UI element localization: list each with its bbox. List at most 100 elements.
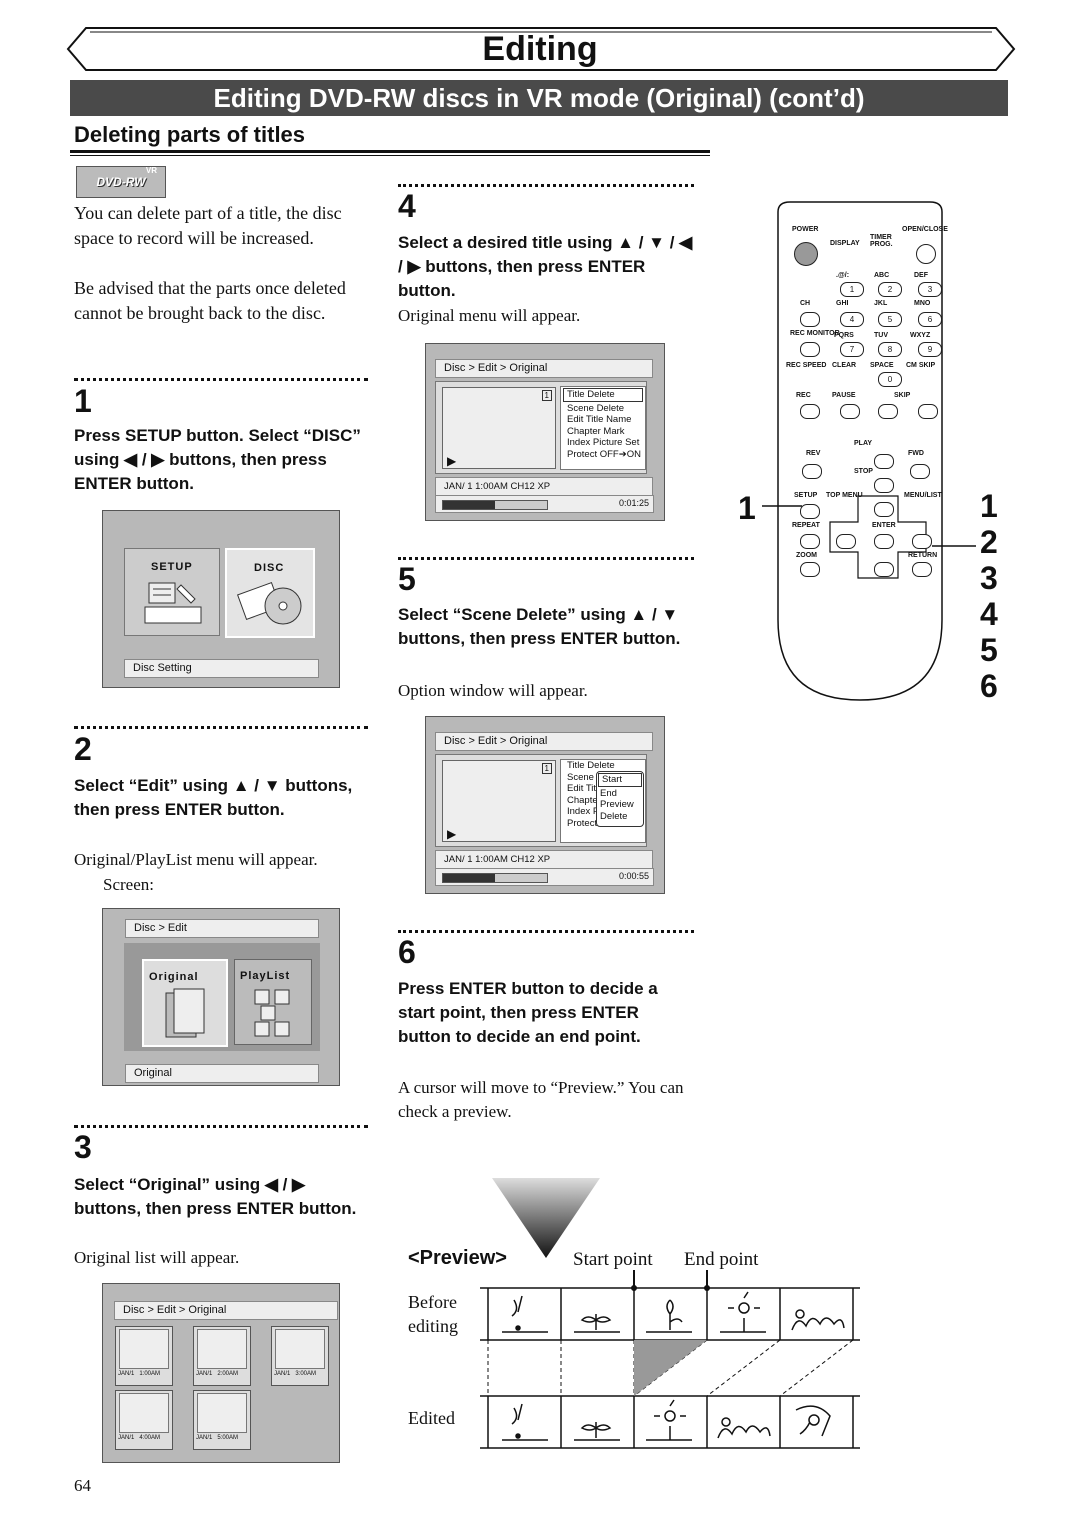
progress-bar bbox=[442, 500, 548, 510]
title-thumbnail: 1 ▶ bbox=[442, 387, 556, 469]
progress-fill bbox=[443, 874, 495, 882]
remote-button bbox=[874, 502, 894, 517]
remote-label-ch: CH bbox=[800, 300, 811, 307]
setup-tab-label: SETUP bbox=[151, 561, 193, 573]
intro-paragraph-1: You can delete part of a title, the disc… bbox=[74, 203, 342, 248]
screen-footer: Original bbox=[125, 1064, 319, 1083]
remote-label-setup: SETUP bbox=[794, 492, 818, 499]
status-line: JAN/ 1 1:00AM CH12 XP bbox=[435, 850, 653, 869]
remote-label-jkl: JKL bbox=[874, 300, 888, 307]
callout-line-left bbox=[762, 505, 802, 507]
remote-label-rec_speed: REC SPEED bbox=[786, 362, 827, 369]
remote-button bbox=[874, 534, 894, 549]
status-line: JAN/ 1 1:00AM CH12 XP bbox=[435, 477, 653, 496]
remote-label-sym: .@/: bbox=[836, 272, 850, 279]
step-number: 2 bbox=[74, 731, 92, 767]
thumbnail-number: 1 bbox=[541, 390, 552, 401]
thumbnail-image bbox=[119, 1393, 169, 1433]
remote-control bbox=[777, 201, 943, 701]
remote-button bbox=[874, 454, 894, 469]
remote-label-prog: PROG. bbox=[870, 241, 893, 248]
menu-item: Scene Delete bbox=[567, 402, 625, 414]
intro-paragraph-2: Be advised that the parts once deleted c… bbox=[74, 278, 346, 323]
title-thumbnail: 5JAN/1 5:00AM bbox=[193, 1390, 251, 1450]
menu-item: Index P bbox=[567, 806, 600, 817]
step-divider bbox=[398, 184, 694, 187]
callout-number: 5 bbox=[980, 632, 998, 668]
menu-item: Index Picture Set bbox=[567, 437, 640, 448]
digit-button: 4 bbox=[840, 312, 864, 327]
step-number: 4 bbox=[398, 188, 416, 224]
remote-button bbox=[802, 464, 822, 479]
remote-button bbox=[836, 534, 856, 549]
thumbnail-image bbox=[197, 1393, 247, 1433]
logo-text: DVD-RW bbox=[96, 175, 146, 189]
step-divider bbox=[74, 378, 368, 381]
remote-label-def: DEF bbox=[914, 272, 928, 279]
option-item: Delete bbox=[600, 810, 628, 822]
remote-label-clear: CLEAR bbox=[832, 362, 857, 369]
before-label-line1: Before bbox=[408, 1292, 457, 1312]
down-arrow-icon bbox=[492, 1178, 600, 1258]
thumbnail-image bbox=[275, 1329, 325, 1369]
title-thumbnail: 2JAN/1 2:00AM bbox=[193, 1326, 251, 1386]
edit-menu-screen: Disc > Edit Original PlayList Original bbox=[102, 908, 340, 1086]
preview-title: <Preview> bbox=[408, 1247, 507, 1269]
callout-number: 6 bbox=[980, 668, 998, 704]
progress-row: 0:00:55 bbox=[435, 868, 654, 886]
original-icon bbox=[165, 988, 205, 1038]
remote-label-pqrs: PQRS bbox=[834, 332, 854, 339]
remote-button bbox=[910, 464, 930, 479]
section-title: Deleting parts of titles bbox=[74, 122, 306, 147]
thumbnail-date: JAN/1 2:00AM bbox=[196, 1371, 239, 1377]
step-number: 6 bbox=[398, 934, 416, 970]
title-thumbnail: 1JAN/1 1:00AM bbox=[115, 1326, 173, 1386]
step-instruction: Select a desired title using ▲ / ▼ / ◀ /… bbox=[398, 233, 693, 300]
callout-left: 1 bbox=[738, 490, 756, 526]
remote-button bbox=[878, 404, 898, 419]
step-divider bbox=[398, 930, 694, 933]
remote-label-zoom: ZOOM bbox=[796, 552, 817, 559]
preview-diagram bbox=[480, 1270, 860, 1449]
menu-item: Edit Tit bbox=[567, 783, 597, 794]
step-note: Option window will appear. bbox=[398, 681, 588, 700]
title-thumbnail: 4JAN/1 4:00AM bbox=[115, 1390, 173, 1450]
step-number: 1 bbox=[74, 383, 92, 419]
end-point-label: End point bbox=[684, 1249, 759, 1270]
step-number: 5 bbox=[398, 561, 416, 597]
remote-button bbox=[800, 534, 820, 549]
remote-label-play: PLAY bbox=[854, 440, 873, 447]
header-banner-frame bbox=[66, 27, 1016, 71]
remote-button bbox=[800, 404, 820, 419]
digit-button: 5 bbox=[878, 312, 902, 327]
remote-label-top_menu: TOP MENU bbox=[826, 492, 863, 499]
edit-panel: Original PlayList bbox=[124, 943, 320, 1051]
setup-tab: SETUP bbox=[124, 548, 220, 636]
digit-button: 0 bbox=[878, 372, 902, 387]
option-item: End bbox=[600, 787, 617, 799]
dvd-rw-logo: VR DVD-RW bbox=[76, 166, 166, 198]
thumbnail-date: JAN/1 1:00AM bbox=[118, 1371, 161, 1377]
remote-label-tuv: TUV bbox=[874, 332, 888, 339]
screen-breadcrumb: Disc > Edit > Original bbox=[435, 732, 653, 751]
screen-footer: Disc Setting bbox=[124, 659, 319, 678]
digit-button: 9 bbox=[918, 342, 942, 357]
progress-row: 0:01:25 bbox=[435, 495, 654, 513]
remote-button bbox=[874, 562, 894, 577]
remote-label-timer: TIMER bbox=[870, 234, 892, 241]
remote-label-space: SPACE bbox=[870, 362, 894, 369]
edited-label: Edited bbox=[408, 1408, 455, 1428]
title-thumbnail: 1 ▶ bbox=[442, 760, 556, 842]
remote-label-cm_skip: CM SKIP bbox=[906, 362, 936, 369]
original-tab-label: Original bbox=[149, 971, 199, 983]
remote-button bbox=[800, 342, 820, 357]
step-divider bbox=[74, 726, 368, 729]
remote-label-fwd: FWD bbox=[908, 450, 924, 457]
play-icon: ▶ bbox=[447, 454, 457, 468]
playlist-icon bbox=[254, 989, 290, 1037]
thumbnail-date: JAN/1 3:00AM bbox=[274, 1371, 317, 1377]
thumbnail-image bbox=[119, 1329, 169, 1369]
menu-item: Title Delete bbox=[567, 760, 615, 771]
